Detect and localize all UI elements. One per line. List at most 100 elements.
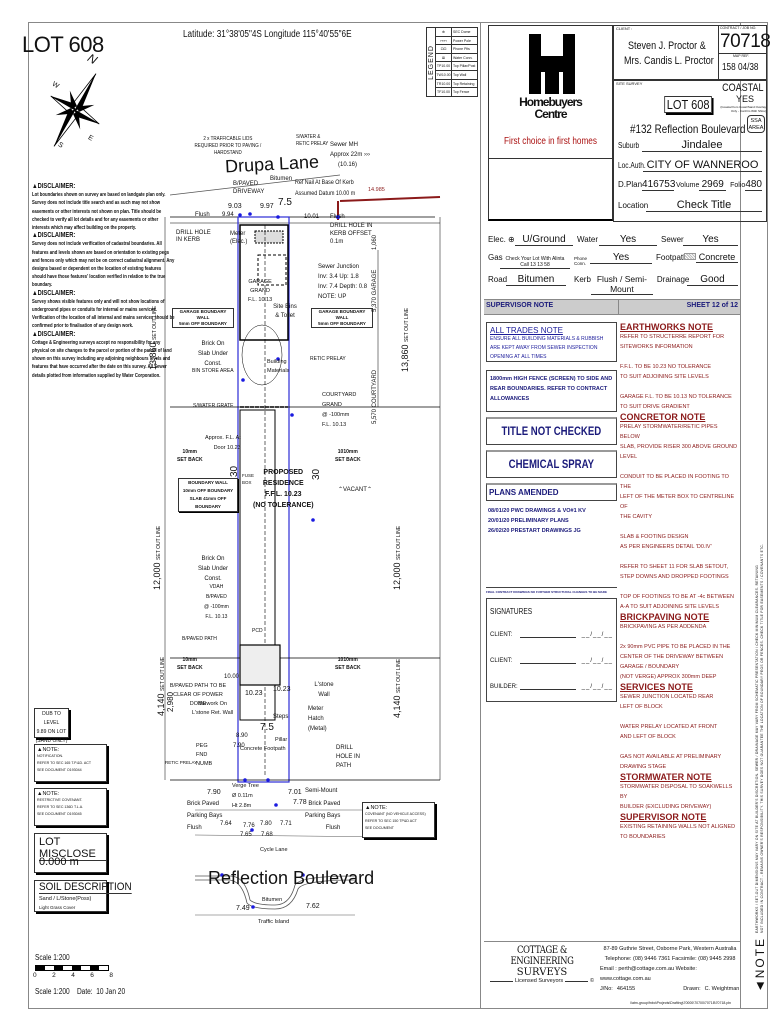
legend-heading: LEGEND [427, 44, 435, 80]
coastal-note: (Coastal from Coast/Sand Overlay Only - … [720, 105, 766, 113]
drawing-frame [28, 22, 768, 1009]
note-line: F.F.L. TO BE 10.23 NO TOLERANCE [620, 364, 711, 370]
dim-1060: 1,060 [372, 234, 378, 250]
water-value: Yes [599, 234, 657, 246]
soil-line-1: Sand / L/Stone(Poss) [39, 896, 92, 902]
amendment-item: 26/02/20 PRESTART DRAWINGS JG [488, 528, 581, 534]
note-line: REFER TO SEC 136D T.L.A. [37, 805, 84, 809]
surveyor-contact: 87-89 Guthrie Street, Osborne Park, West… [600, 944, 740, 994]
vdah-line: VDAH [209, 584, 224, 590]
level: 10.23 [245, 690, 263, 697]
garage-line: GARAGE [248, 279, 272, 285]
note-line: EXISTING RETAINING WALLS NOT ALIGNED [620, 824, 736, 830]
note-line: CENTER OF THE DRIVEWAY BETWEEN [620, 654, 724, 660]
scale-label: Scale 1:200 [35, 953, 70, 962]
site-survey-block: SITE SURVEY COASTAL YES (Coastal from Co… [613, 80, 767, 222]
signature-line [520, 657, 576, 664]
level: 7.49 [236, 905, 250, 912]
signature-label: BUILDER: [490, 684, 518, 690]
sheet-number: SHEET 12 of 12 [686, 302, 738, 309]
chemical-spray: CHEMICAL SPRAY [486, 450, 617, 478]
signature-row: CLIENT:__/__/__ [490, 631, 613, 638]
red-level-value: 14.985 [368, 187, 385, 193]
note-line: LEVEL [620, 454, 638, 460]
level: 9.94 [222, 212, 234, 218]
note-heading: BRICKPAVING NOTE [620, 612, 710, 622]
note-line [620, 582, 738, 592]
garage-wall-line: GARAGE BOUNDARY WALL [179, 309, 227, 320]
disclaimer-text: Lot boundaries shown on survey are based… [32, 192, 166, 232]
drill-hole-left: DRILL HOLE IN KERB [176, 230, 211, 243]
legend: LEGEND ⊕SEC Dome⊶⊷Power Pole⊡⊡Phone Pits… [426, 27, 478, 97]
note-line [620, 552, 738, 562]
level: 7.80 [260, 821, 272, 827]
services-block: Elec. ⊕ U/Ground Water Yes Sewer Yes Gas… [488, 234, 738, 296]
legend-symbol: TP10.00 [436, 62, 452, 70]
signatures-heading: SIGNATURES [490, 607, 533, 616]
sewer-junction: Sewer Junction Inv: 3.4 Up: 1.8 Inv: 7.4… [318, 264, 368, 300]
retic-prelay-1: RETIC PRELAY [310, 356, 346, 362]
dim-right-top: 13,860 SET OUT LINE [400, 307, 410, 372]
dplan-label: D.Plan [618, 180, 643, 189]
brick-on-slab-1: Brick On Slab Under Const. [197, 341, 229, 367]
brick-paved-line: Parking Bays [187, 813, 223, 819]
supervisor-bar-left: SUPERVISOR NOTE [486, 302, 554, 309]
scale-tick: 6 [90, 972, 94, 979]
residence-line: PROPOSED [263, 469, 304, 476]
level: 7.62 [306, 903, 320, 910]
brand-name-2: Centre [534, 107, 567, 121]
volume-label: Volume [676, 182, 700, 189]
setback-line: 1010mm [337, 657, 358, 663]
all-trades-heading: ALL TRADES NOTE [490, 326, 563, 335]
surveyor-email: Email : perth@cottage.com.au Website: ww… [600, 966, 697, 982]
disclaimers: ▲DISCLAIMER:Lot boundaries shown on surv… [32, 183, 176, 380]
warning-icon: ◀ [754, 982, 766, 990]
note-heading: SUPERVISOR NOTE [620, 812, 707, 822]
road-value: Bitumen [506, 274, 566, 286]
surveyor-address: 87-89 Guthrie Street, Osborne Park, West… [603, 946, 737, 952]
client-line-2: Mrs. Candis L. Proctor [624, 55, 714, 67]
sewer-mh-label: Sewer MH [330, 142, 359, 148]
boundary-wall-line: 10mm OFF BOUNDARY [182, 488, 234, 493]
brick-paved-line: Brick Paved [187, 801, 220, 807]
steps: Steps [273, 714, 289, 720]
note-line: LEFT OF THE METER BOX TO CENTRELINE OF [620, 494, 735, 510]
legend-label: Top Retaining [453, 81, 475, 86]
note-line [620, 462, 738, 472]
peg-fnd: PEG FND NUMB [196, 743, 213, 767]
brick-paved-line: Flush [325, 825, 341, 831]
plans-amended: PLANS AMENDED [486, 483, 617, 501]
scale-footer: Scale 1:200 Date: 10 Jan 20 [35, 987, 126, 996]
homebuyers-logo-icon [529, 34, 575, 94]
level: 7.78 [293, 799, 307, 806]
side-note-label: NOTE [753, 936, 767, 979]
note-line: NOTIFICATION. [37, 754, 64, 758]
datum-line [339, 196, 441, 202]
sewer-value: Yes [683, 234, 738, 246]
approx-fl-line: Door 10.23 [213, 445, 241, 451]
level: 7.01 [288, 789, 302, 796]
note-line: RESTRICTIVE COVENANT. [37, 798, 83, 802]
supervisor-bar: SUPERVISOR NOTE SHEET 12 of 12 [484, 299, 740, 315]
note-line: REFER TO STRUCTERRE REPORT FOR [620, 334, 725, 340]
note-line: COVENANT (NO VEHICLE ACCESS) [365, 812, 426, 816]
contract-block: CONTRACT / JOB NO. 70718 MAP REF. 158 04… [718, 25, 770, 80]
level: 7.5 [278, 197, 292, 208]
note-line: LEFT OF BLOCK [620, 704, 663, 710]
bitumen-top: Bitumen [270, 176, 293, 182]
level: 7.5 [260, 722, 274, 733]
level-1016: (10.16) [338, 162, 358, 168]
dim-right-bot: 4,140 SET OUT LINE [392, 658, 402, 718]
soil-description-box: SOIL DESCRIPTION Sand / L/Stone(Poss) Li… [34, 880, 132, 912]
legend-label: Power Pole [453, 38, 471, 43]
copyright-icon: © [589, 978, 594, 984]
frame-divider-line [480, 22, 481, 1009]
lot-boundary [237, 216, 290, 783]
note-heading: ▲NOTE: [37, 791, 60, 797]
